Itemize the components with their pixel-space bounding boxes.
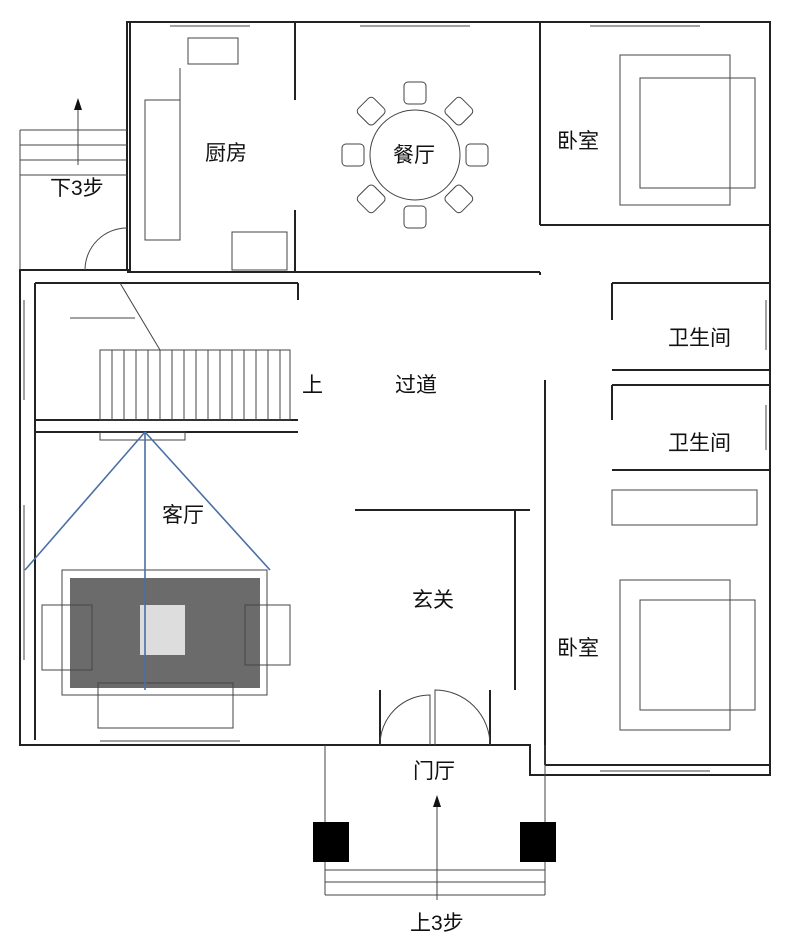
dining-chair — [356, 96, 386, 126]
living-furniture — [24, 431, 291, 729]
up-arrow-icon — [433, 795, 441, 807]
label-dining: 餐厅 — [393, 144, 435, 167]
label-side-steps-down: 下3步 — [50, 177, 104, 200]
label-kitchen: 厨房 — [205, 142, 247, 165]
column-left — [313, 822, 349, 862]
label-stair-up: 上 — [302, 374, 323, 397]
porch — [313, 745, 556, 900]
label-bathroom-2: 卫生间 — [668, 432, 731, 455]
dining-table — [341, 81, 489, 229]
label-bedroom-bottom: 卧室 — [557, 637, 599, 660]
dining-chair — [444, 96, 474, 126]
column-right — [520, 822, 556, 862]
dining-chair — [403, 205, 427, 229]
beds — [619, 54, 756, 731]
label-foyer: 玄关 — [412, 589, 454, 612]
windows — [23, 25, 767, 772]
dining-chair — [403, 81, 427, 105]
dining-chair — [465, 143, 489, 167]
label-entrance-hall: 门厅 — [413, 760, 455, 783]
labels: 厨房 餐厅 卧室 下3步 卫生间 上 过道 卫生间 客厅 玄关 卧室 门厅 上3… — [50, 130, 731, 935]
kitchen-fixtures — [144, 37, 288, 271]
label-front-steps-up: 上3步 — [410, 912, 464, 935]
side-steps — [19, 98, 128, 271]
entrance-doors — [379, 689, 491, 746]
dining-chair — [356, 184, 386, 214]
wardrobe — [611, 489, 758, 526]
label-bathroom-1: 卫生间 — [668, 327, 731, 350]
label-living: 客厅 — [162, 504, 204, 527]
label-bedroom-top: 卧室 — [557, 130, 599, 153]
dining-chair — [444, 184, 474, 214]
stairs — [70, 282, 291, 421]
label-corridor: 过道 — [395, 374, 437, 397]
dining-chair — [341, 143, 365, 167]
